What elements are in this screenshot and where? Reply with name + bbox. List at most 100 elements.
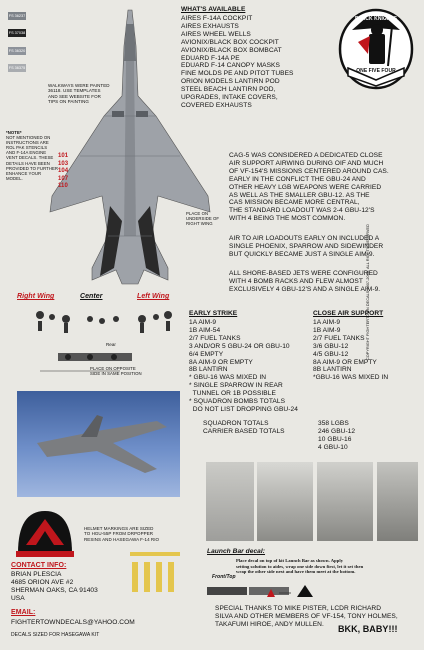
contact-line: SHERMAN OAKS, CA 91403 [11,586,98,594]
center-label: Center [80,293,103,300]
paragraph-line: THE STANDARD LOADOUT WAS 2-4 GBU-12'S [229,207,375,215]
early-strike-heading: EARLY STRIKE [189,310,238,317]
note-line: HELMET MARKINGS ARE SIZED [84,526,154,531]
swatch-2: FS 37038 [8,29,26,37]
whats-available-list: AIRES F-14A COCKPIT AIRES EXHAUSTS AIRES… [181,15,293,110]
loadout-item: * GBU-16 WAS MIXED IN [189,374,267,382]
launch-bar-heading: Launch Bar decal: [207,548,266,555]
totals-labels: SQUADRON TOTALS CARRIER BASED TOTALS [203,420,285,436]
walkways-note: WALKWAYS WERE PAINTED 36118. USE TEMPLAT… [48,83,110,105]
modex-number: 104 [58,168,69,174]
whats-available-heading: WHAT'S AVAILABLE [181,6,246,13]
modex-number: 110 [58,183,68,189]
paragraph-line: EXCLUSIVELY 4 GBU-12'S AND A SINGLE AIM-… [229,285,381,293]
copyright-text: COPYRIGHT FIGHTERTOWN DECALS 2007-2008. … [366,224,370,360]
loadout-item: 2/7 FUEL TANKS [189,334,241,342]
modex-number: 103 [58,160,69,167]
decals-sized-note: DECALS SIZED FOR HASEGAWA KIT [11,632,100,638]
paragraph-line: CAS MISSION BECAME MORE CENTRAL, [229,199,360,207]
thanks-line: SILVA AND OTHER MEMBERS OF VF-154, TONY … [215,612,398,620]
swatch-4: FS 36375 [8,64,26,72]
landing-gear-photo-2 [317,462,373,541]
paragraph-line: CAG-5 WAS CONSIDERED A DEDICATED CLOSE [229,152,383,159]
available-item: EDUARD F-14 CANOPY MASKS [181,62,280,70]
side-note-title: *NOTE* [6,130,22,135]
available-item: STEEL BEACH LANTIRN POD, [181,86,276,94]
available-item: FINE MOLDS PE AND PITOT TUBES [181,70,294,78]
close-air-support-heading: CLOSE AIR SUPPORT [313,310,384,317]
paragraph-line: WITH 4 BOMB RACKS AND FLEW ALMOST [229,277,363,285]
photo-jet [37,415,167,473]
carrier-totals-label: CARRIER BASED TOTALS [203,427,285,435]
loadout-item: TUNNEL OR 1B POSSIBLE [189,390,276,398]
available-item: ORION MODELS LANTIRN POD [181,78,280,86]
weapon-stations-diagram [36,311,172,372]
paragraph-line: ALL SHORE-BASED JETS WERE CONFIGURED [229,270,378,277]
paragraph-line: OTHER HEAVY LGB WEAPONS WERE CARRIED [229,183,382,191]
paragraph-line: AS WELL AS THE SMALLER GBU-12. AS THE [229,191,370,199]
available-item: UPGRADES, INTAKE COVERS, [181,94,278,102]
cas-paragraph: CAG-5 WAS CONSIDERED A DEDICATED CLOSE A… [229,152,389,223]
email-heading: EMAIL: [11,609,36,616]
loadout-item: 4/5 GBU-12 [313,350,349,358]
swatch-1: FS 36237 [8,12,26,20]
available-item: AIRES F-14A COCKPIT [181,15,253,22]
loadout-item: 1B AIM-54 [189,326,221,334]
contact-line: 4685 ORION AVE #2 [11,578,74,586]
modex-list: 101 103 104 107 110 [58,153,68,191]
a2a-paragraph: AIR TO AIR LOADOUTS EARLY ON INCLUDED A … [229,235,383,259]
note-line: AND SEE WEBSITE FOR [48,93,101,99]
loadout-item: 1A AIM-9 [313,319,341,326]
paragraph-line: SINGLE PHOENIX, SPARROW AND SIDEWINDER [229,242,384,250]
contact-line: USA [11,594,25,602]
loadout-item: *GBU-16 WAS MIXED IN [313,374,389,382]
note-line: TIPS ON PAINTING [48,99,89,105]
loadout-item: * SINGLE SPARROW IN REAR [189,382,283,390]
note-line: PLACE ON OPPOSITE [90,366,136,371]
total-value: 4 GBU-10 [318,443,348,451]
hangar-photo [377,462,418,541]
note-line: WALKWAYS WERE PAINTED [48,83,110,88]
note-line: NOT MENTIONED ON [6,135,51,141]
note-line: ROL PAK STENCILS [6,145,48,151]
helmet-graphic [16,511,74,557]
paragraph-line: OF VF-154'S MISSIONS CENTERED AROUND CAS… [229,167,389,175]
note-line: PROVIDED TO FURTHER [6,165,59,171]
note-line: ENHANCE YOUR [6,170,42,176]
contact-heading: CONTACT INFO: [11,562,67,569]
paragraph-line: WITH 4 BEING THE MOST COMMON. [229,215,346,223]
available-item: AIRES EXHAUSTS [181,22,239,30]
paragraph-line: EARLY IN THE CONFLICT THE GBU-24 AND [229,175,366,183]
note-line: TO HGU-55P FROM DRPOPPER [84,531,154,537]
side-note: *NOTE* NOT MENTIONED ON INSTRUCTIONS ARE… [6,130,58,181]
left-wing-label: Left Wing [137,293,170,300]
squadron-badge [338,8,414,90]
note-line: DETAILS HAVE BEEN [6,160,50,166]
squadron-totals-label: SQUADRON TOTALS [203,420,269,427]
modex-number: 101 [58,153,69,159]
right-wing-label: Right Wing [17,293,55,300]
note-line: VENT DECALS. THESE [6,155,54,161]
available-item: AVIONIX/BLACK BOX COCKPIT [181,38,279,46]
total-value: 358 LGBS [318,420,349,427]
note-line: PLACE ON [186,211,209,216]
total-value: 10 GBU-16 [318,435,352,443]
note-line: 36118. USE TEMPLATES [48,88,101,94]
available-item: EDUARD F-14A PE [181,54,240,62]
ordnance-photo [206,462,254,541]
thanks-line: SPECIAL THANKS TO MIKE PISTER, LCDR RICH… [215,605,382,612]
opposite-side-note: PLACE ON OPPOSITE SIDE IN SAME POSITION [90,366,142,376]
underside-note: PLACE ON UNDERSIDE OF RIGHT WING [186,211,219,227]
shore-paragraph: ALL SHORE-BASED JETS WERE CONFIGURED WIT… [229,270,380,294]
loadout-item: 8A AIM-9 OR EMPTY [313,358,377,366]
rear-label: Rear [106,342,116,347]
note-line: INSTRUCTIONS ARE [6,140,49,146]
email-link[interactable]: FIGHTERTOWNDECALS@YAHOO.COM [11,619,135,626]
loadout-item: 1B AIM-9 [313,326,341,334]
instruction-line: Place decal on top of kit Launch Bar as … [236,558,344,563]
contact-address: BRIAN PLESCIA 4685 ORION AVE #2 SHERMAN … [11,571,98,603]
loadout-item: 1A AIM-9 [189,319,217,326]
modex-number: 107 [58,175,69,182]
note-line: UNDERSIDE OF [186,216,220,222]
